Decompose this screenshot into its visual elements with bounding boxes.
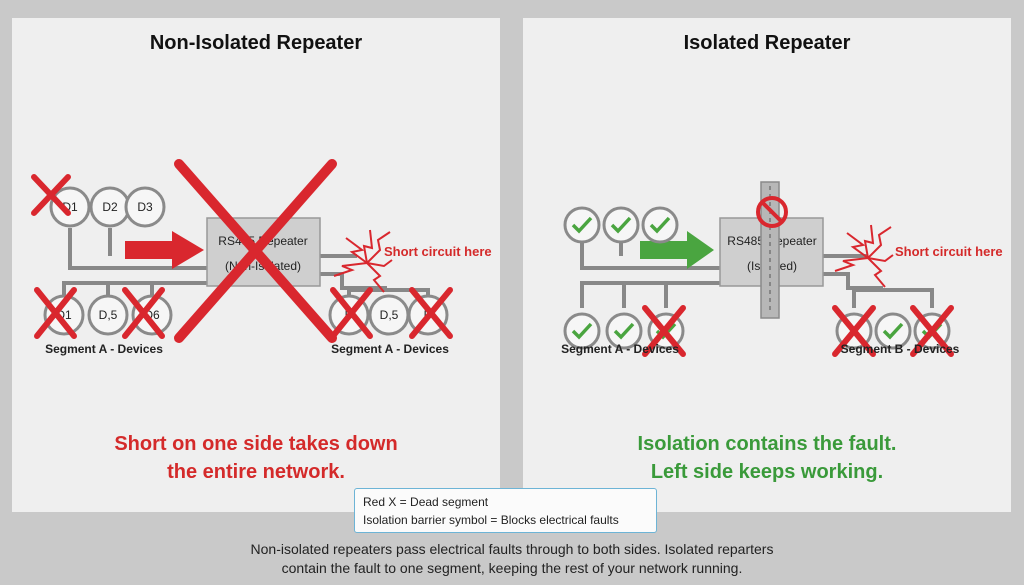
isolation-message-line: Isolation contains the fault. xyxy=(637,433,897,455)
isolated-diagram: RS485 Repeater (Isolated) Short circuit … xyxy=(561,181,1003,357)
fault-arrow-head xyxy=(172,231,204,269)
device: D3 xyxy=(124,186,166,228)
check-icon xyxy=(610,216,632,234)
device xyxy=(563,206,601,244)
dead-network-x-icon xyxy=(174,159,337,343)
wire xyxy=(320,272,387,290)
check-icon xyxy=(571,322,593,340)
footer-caption: Non-isolated repeaters pass electrical f… xyxy=(0,540,1024,578)
non-isolated-diagram: RS485 Repeater (Non-Isolated) Short circ… xyxy=(31,159,492,356)
device xyxy=(874,312,912,350)
short-circuit-burst-icon xyxy=(834,224,894,288)
device: D,5 xyxy=(87,294,129,336)
wire xyxy=(852,288,934,308)
svg-text:D,5: D,5 xyxy=(99,308,118,322)
footer-line: Non-isolated repeaters pass electrical f… xyxy=(250,541,774,557)
isolation-barrier-icon xyxy=(756,196,788,228)
dead-device-x-icon xyxy=(642,305,686,357)
isolated-panel: Isolated Repeater RS485 Repeater (Isolat… xyxy=(523,18,1011,512)
isolation-message-line: Left side keeps working. xyxy=(650,461,884,483)
segment-label: Segment A - Devices xyxy=(561,342,679,356)
panel-title: Isolated Repeater xyxy=(683,32,851,54)
dead-device-x-icon xyxy=(832,305,876,357)
device xyxy=(563,312,601,350)
fault-message: Short on one side takes down the entire … xyxy=(12,430,500,486)
device xyxy=(641,206,679,244)
segment-label: Segment A - Devices xyxy=(331,342,449,356)
legend-box: Red X = Dead segment Isolation barrier s… xyxy=(354,488,657,533)
repeater-box xyxy=(206,217,321,287)
dead-device-x-icon xyxy=(910,305,954,357)
device xyxy=(602,206,640,244)
panel-title: Non-Isolated Repeater xyxy=(149,32,363,54)
legend-item: Isolation barrier symbol = Blocks electr… xyxy=(363,513,619,527)
short-circuit-label: Short circuit here xyxy=(384,244,492,259)
svg-text:D,5: D,5 xyxy=(380,308,399,322)
non-isolated-panel: Non-Isolated Repeater RS485 Repeater (No… xyxy=(12,18,500,512)
fault-message-line: the entire network. xyxy=(167,461,345,483)
short-circuit-burst-icon xyxy=(333,229,393,293)
segment-label: Segment B - Devices xyxy=(841,342,960,356)
wire xyxy=(68,228,207,270)
dead-device-x-icon xyxy=(330,287,373,339)
isolation-message: Isolation contains the fault. Left side … xyxy=(523,430,1011,486)
legend-item: Red X = Dead segment xyxy=(363,495,489,509)
short-circuit-label: Short circuit here xyxy=(895,244,1003,259)
device xyxy=(605,312,643,350)
wire xyxy=(823,272,883,290)
check-icon xyxy=(649,216,671,234)
segment-label: Segment A - Devices xyxy=(45,342,163,356)
svg-text:D3: D3 xyxy=(137,200,153,214)
check-icon xyxy=(571,216,593,234)
dead-device-x-icon xyxy=(34,287,77,339)
check-icon xyxy=(882,322,904,340)
signal-arrow-shaft xyxy=(640,241,688,259)
device: D,5 xyxy=(368,294,410,336)
device: D1 xyxy=(49,186,91,228)
fault-arrow-shaft xyxy=(125,241,173,259)
dead-device-x-icon xyxy=(31,174,71,216)
dead-device-x-icon xyxy=(409,287,453,339)
footer-line: contain the fault to one segment, keepin… xyxy=(281,560,743,576)
device: D2 xyxy=(89,186,131,228)
svg-text:D2: D2 xyxy=(102,200,118,214)
device: D6 xyxy=(131,294,173,336)
dead-device-x-icon xyxy=(122,287,165,339)
check-icon xyxy=(613,322,635,340)
fault-message-line: Short on one side takes down xyxy=(114,433,398,455)
signal-arrow-head xyxy=(687,231,714,269)
